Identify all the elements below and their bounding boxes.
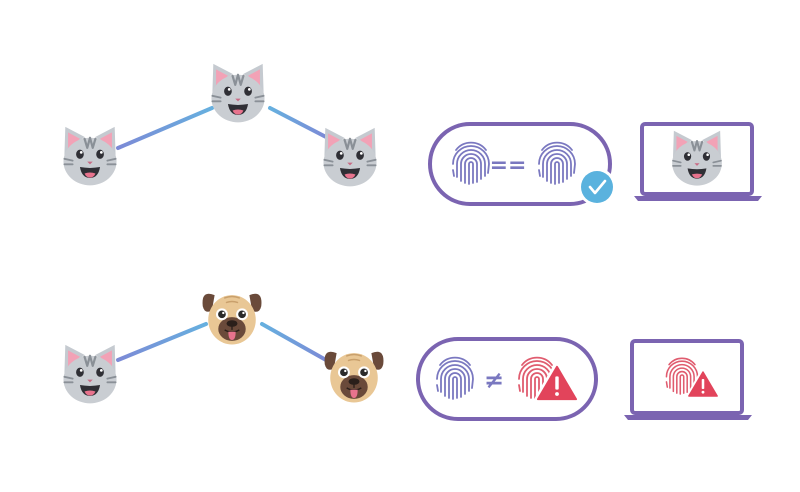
comparison-operator: ≠ — [484, 366, 504, 394]
comparison-operator: == — [490, 153, 527, 178]
link-line — [268, 106, 328, 139]
cat-face-icon — [322, 126, 378, 188]
cat-face-icon — [62, 125, 118, 187]
row-legitimate: == — [62, 62, 762, 207]
pug-face-icon — [201, 293, 263, 346]
row-spoofed: ≠ — [62, 293, 752, 421]
link-line — [116, 322, 208, 362]
laptop-base — [624, 415, 752, 420]
link-line — [260, 322, 328, 362]
link-line — [116, 106, 214, 150]
laptop-base — [634, 196, 762, 201]
pug-face-icon — [323, 351, 385, 404]
checkmark-badge-icon — [577, 167, 617, 207]
cat-face-icon — [210, 62, 266, 124]
cat-face-icon — [62, 343, 118, 405]
